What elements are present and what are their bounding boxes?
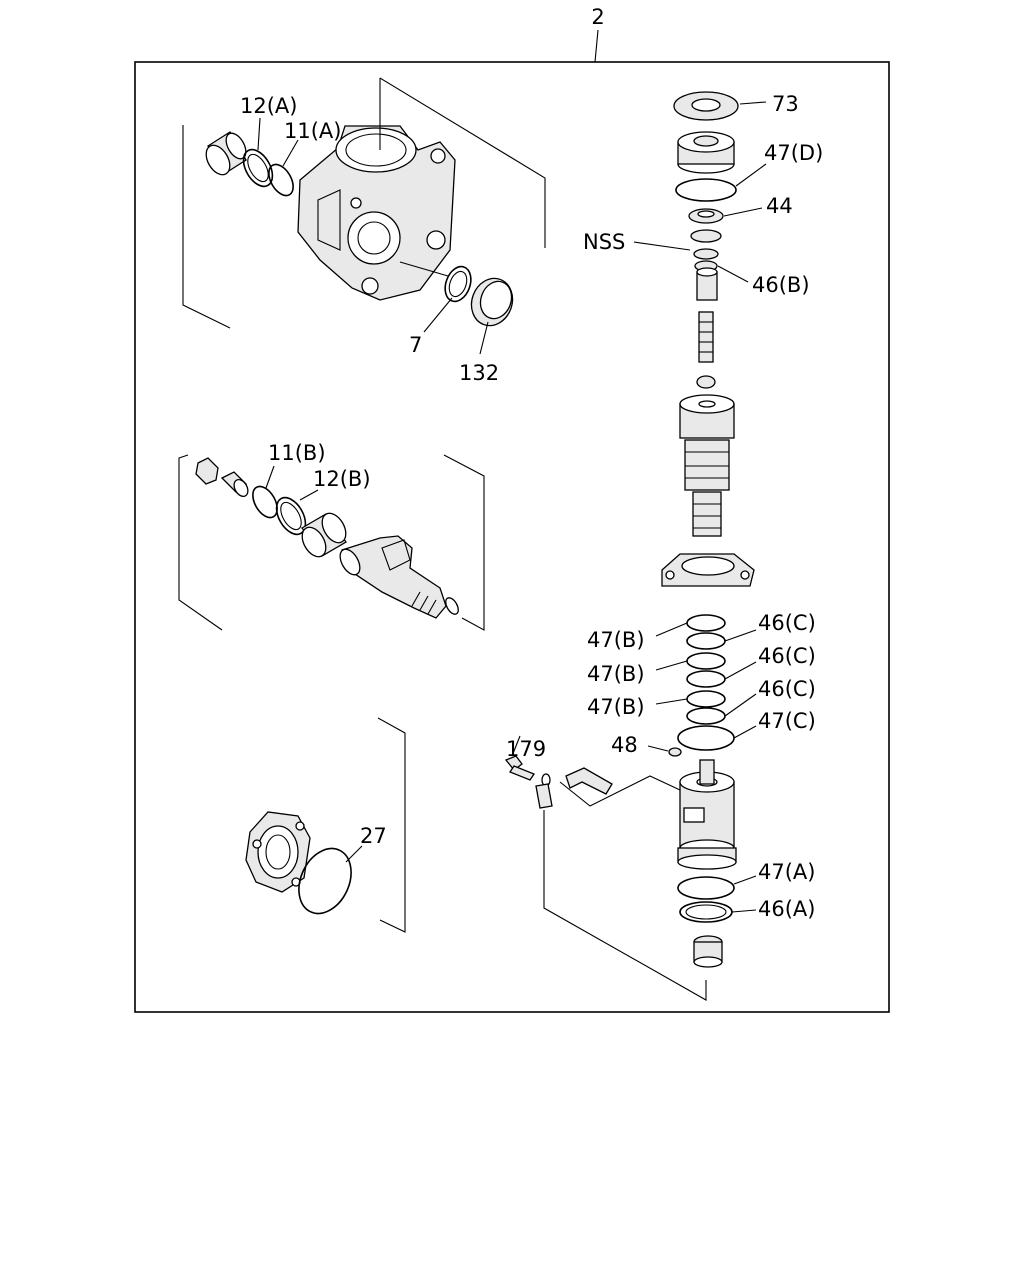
callout-179: 179 (506, 737, 546, 761)
o-ring-47b-1 (686, 614, 726, 632)
washer-48 (668, 747, 682, 757)
gear-housing-part (297, 125, 456, 301)
o-ring-47a (677, 876, 735, 900)
diagram-frame (134, 61, 890, 1013)
callout-44: 44 (766, 194, 793, 218)
callout-48: 48 (611, 733, 638, 757)
snap-ring-11a (268, 163, 294, 197)
callout-47b-3: 47(B) (587, 695, 645, 719)
seal-46c-2 (686, 670, 726, 688)
bearing-part (205, 131, 247, 176)
callout-47c: 47(C) (758, 709, 816, 733)
valve-housing-flange-part (661, 553, 755, 587)
nss-part (690, 229, 722, 243)
side-cover-group: 27 (245, 717, 406, 933)
cylinder-body-part (677, 759, 737, 870)
callout-11b: 11(B) (268, 441, 326, 465)
seal-46c-1 (686, 632, 726, 650)
sector-shaft-group: 11(B) 12(B) (178, 441, 485, 631)
callout-47a: 47(A) (758, 860, 815, 884)
control-valve-part (679, 394, 735, 537)
callout-12b: 12(B) (313, 467, 371, 491)
callout-46b: 46(B) (752, 273, 810, 297)
valve-stack-group: 73 47(D) 44 NSS 46(B) (504, 91, 823, 1001)
o-ring-27 (298, 847, 352, 915)
seal-ring-12b (275, 496, 307, 536)
callout-nss: NSS (583, 230, 625, 254)
end-plug-part (693, 935, 723, 968)
callout-47b-1: 47(B) (587, 628, 645, 652)
return-hose-part (565, 767, 613, 795)
housing-group: 12(A) 11(A) 7 132 (182, 77, 546, 385)
callout-132: 132 (459, 361, 499, 385)
callout-47b-2: 47(B) (587, 662, 645, 686)
callout-27: 27 (360, 824, 387, 848)
callout-46c-3: 46(C) (758, 677, 816, 701)
callout-73: 73 (772, 92, 799, 116)
callout-46c-1: 46(C) (758, 611, 816, 635)
snap-ring-11b (252, 485, 278, 519)
adjuster-nut-part (677, 131, 735, 174)
callout-12a: 12(A) (240, 94, 297, 118)
callout-46a: 46(A) (758, 897, 815, 921)
o-ring-47c (677, 725, 735, 751)
o-ring-47d (675, 178, 737, 202)
o-ring-47b-3 (686, 690, 726, 708)
seal-ring-12a (242, 148, 274, 188)
side-cover-part (245, 811, 311, 893)
cap-part-132 (470, 277, 514, 327)
assembly-number-label: 2 (591, 5, 604, 29)
callout-7: 7 (409, 333, 422, 357)
input-shaft-part (698, 311, 714, 363)
sector-shaft-part (339, 535, 459, 619)
callout-11a: 11(A) (284, 119, 341, 143)
callout-47d: 47(D) (764, 141, 823, 165)
seal-ring-7 (444, 265, 472, 303)
seal-46c-3 (686, 707, 726, 725)
callout-46c-2: 46(C) (758, 644, 816, 668)
o-ring-47b-2 (686, 652, 726, 670)
bolt-179 (504, 755, 535, 781)
